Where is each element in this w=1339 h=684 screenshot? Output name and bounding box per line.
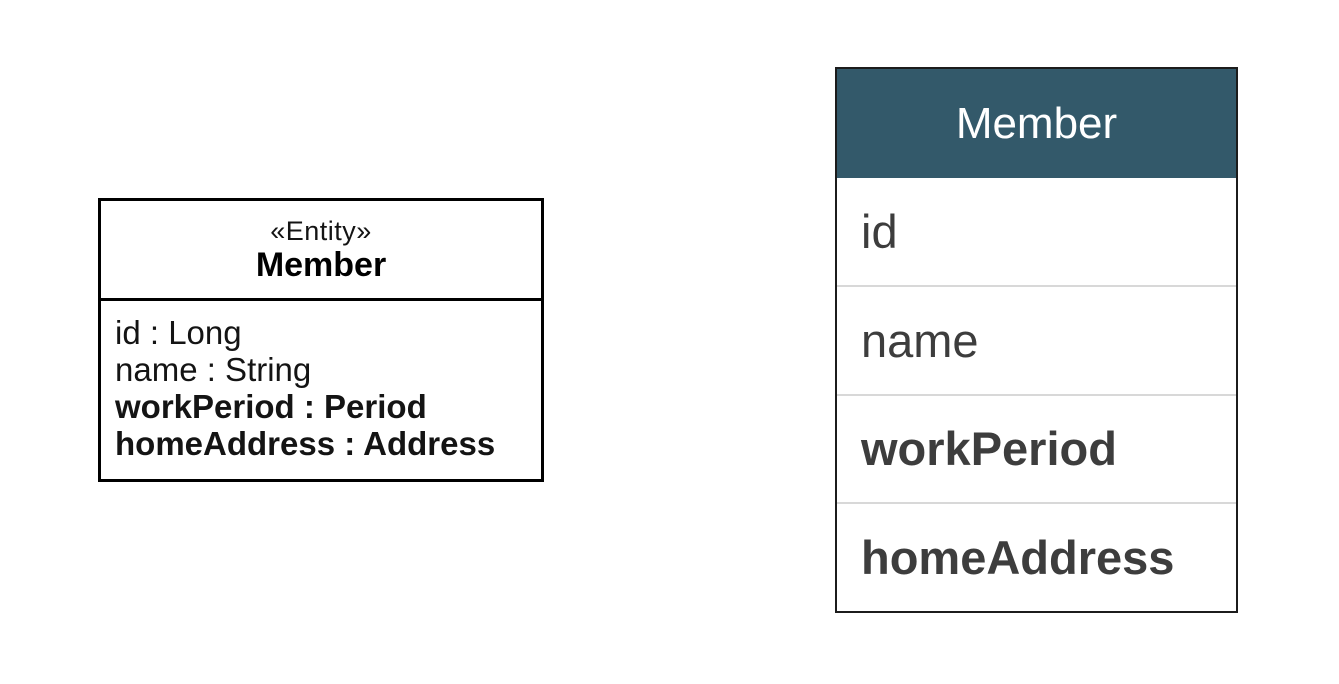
table-row-workperiod: workPeriod	[837, 393, 1236, 503]
uml-class-header: «Entity» Member	[101, 201, 541, 301]
uml-class-name: Member	[255, 245, 387, 284]
table-row-id: id	[837, 178, 1236, 285]
uml-stereotype-label: «Entity»	[270, 215, 372, 246]
uml-attributes-compartment: id : Long name : String workPeriod : Per…	[101, 301, 541, 462]
table-row-homeaddress: homeAddress	[837, 502, 1236, 611]
uml-attribute-workperiod: workPeriod : Period	[115, 388, 427, 425]
db-table: Member id name workPeriod homeAddress	[835, 67, 1238, 613]
uml-attribute-homeaddress: homeAddress : Address	[115, 425, 496, 462]
uml-class-box: «Entity» Member id : Long name : String …	[98, 198, 544, 482]
uml-attribute-id: id : Long	[115, 314, 242, 351]
db-table-title: Member	[837, 69, 1236, 178]
table-row-name: name	[837, 284, 1236, 394]
uml-attribute-name: name : String	[115, 351, 312, 388]
